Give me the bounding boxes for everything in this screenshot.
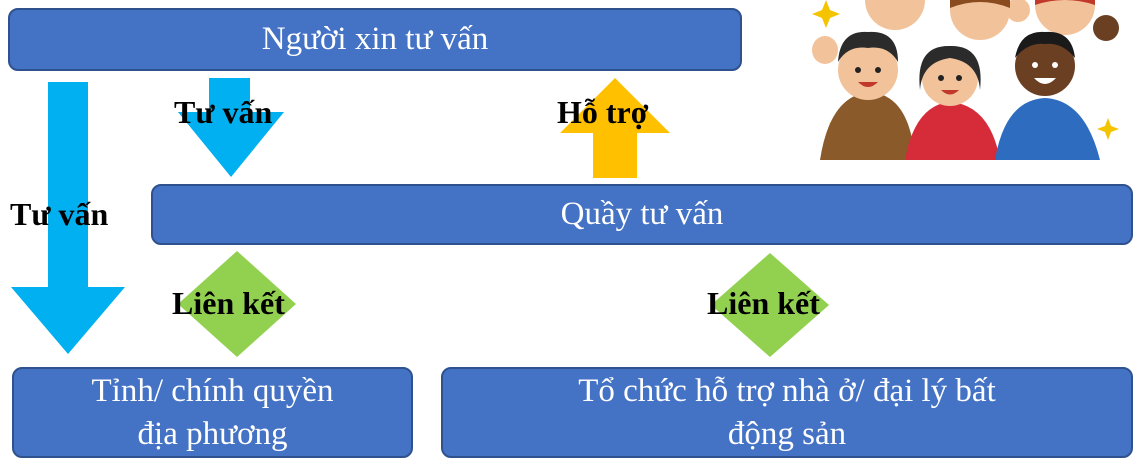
local-government-box: Tỉnh/ chính quyền địa phương (12, 367, 413, 458)
consult-label-inner: Tư vấn (174, 94, 273, 130)
consult-label-left: Tư vấn (10, 196, 109, 232)
housing-support-text: Tổ chức hỗ trợ nhà ở/ đại lý bất động sả… (578, 370, 996, 456)
support-label: Hỗ trợ (557, 94, 649, 130)
housing-support-box: Tổ chức hỗ trợ nhà ở/ đại lý bất động sả… (441, 367, 1133, 458)
housing-support-line1: Tổ chức hỗ trợ nhà ở/ đại lý bất (578, 372, 996, 409)
link-diamond-right-icon (711, 253, 829, 357)
local-government-text: Tỉnh/ chính quyền địa phương (92, 370, 334, 456)
consultation-desk-label: Quầy tư vấn (560, 196, 724, 233)
link-label-left: Liên kết (172, 285, 285, 321)
applicant-box-label: Người xin tư vấn (261, 21, 489, 58)
consultation-desk-box: Quầy tư vấn (151, 184, 1133, 245)
cheering-crowd-icon (812, 0, 1119, 160)
link-diamond-left-icon (178, 251, 296, 357)
local-government-line2: địa phương (137, 415, 288, 452)
arrow-down-left-icon (11, 82, 125, 354)
arrow-down-short-icon (178, 78, 284, 177)
housing-support-line2: động sản (727, 415, 847, 452)
local-government-line1: Tỉnh/ chính quyền (91, 372, 334, 409)
arrow-up-icon (560, 78, 670, 178)
applicant-box: Người xin tư vấn (8, 8, 742, 71)
link-label-right: Liên kết (707, 285, 820, 321)
